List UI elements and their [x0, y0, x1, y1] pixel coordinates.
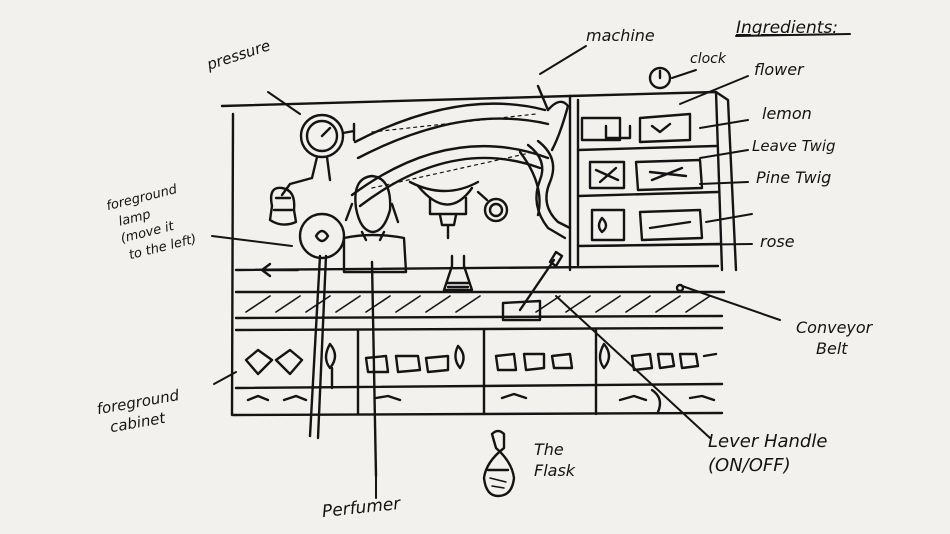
- label-flask-line2: Flask: [534, 460, 576, 480]
- ingredient-shelf: [568, 66, 738, 272]
- room-frame: [220, 94, 724, 417]
- label-flask-line1: The: [534, 440, 564, 459]
- label-conveyor-line2: Belt: [816, 338, 848, 358]
- leader-lines: [211, 33, 851, 499]
- conveyor-belt: [234, 264, 726, 320]
- label-machine: machine: [586, 26, 655, 45]
- beaker: [442, 254, 474, 292]
- label-clock: clock: [690, 51, 726, 67]
- label-lever-line1: Lever Handle: [708, 431, 828, 452]
- lever-handle: [501, 250, 564, 322]
- label-pine-twig: Pine Twig: [756, 168, 832, 187]
- foreground-lamp: [268, 186, 346, 440]
- pressure-gauge: [280, 113, 356, 197]
- machine: [350, 84, 570, 240]
- label-lever-line2: (ON/OFF): [708, 455, 791, 477]
- label-lemon: lemon: [762, 104, 812, 123]
- perfumer-figure: [342, 174, 408, 478]
- chain: [526, 139, 572, 240]
- label-ingredients-heading: Ingredients:: [736, 18, 839, 38]
- label-flower: flower: [754, 60, 804, 79]
- label-conveyor-line1: Conveyor: [796, 318, 873, 337]
- label-leave-twig: Leave Twig: [752, 137, 836, 155]
- label-lever-handle: Lever Handle (ON/OFF): [708, 430, 827, 479]
- label-conveyor-belt: Conveyor Belt: [796, 318, 872, 360]
- foreground-cabinet: [234, 326, 724, 416]
- flask-sketch: [482, 429, 516, 498]
- label-rose: rose: [760, 232, 795, 251]
- label-the-flask: The Flask: [534, 440, 575, 482]
